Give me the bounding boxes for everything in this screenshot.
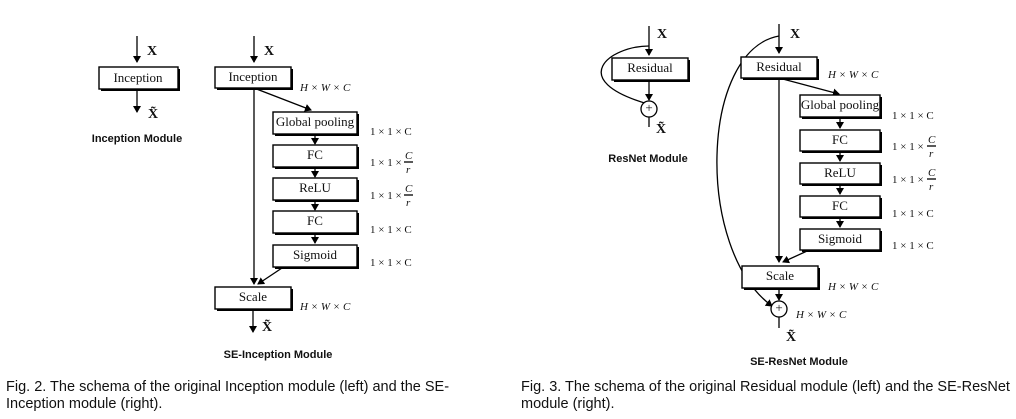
addition-symbol: +: [645, 100, 652, 115]
global-pooling-label: Global pooling: [276, 114, 355, 129]
residual-block-label: Residual: [756, 59, 802, 74]
relu-label: ReLU: [824, 165, 856, 180]
inception-block-label: Inception: [228, 69, 278, 84]
relu-label: ReLU: [299, 180, 331, 195]
se-resnet-module-diagram: X Residual H × W × C Global pooling 1 × …: [716, 24, 936, 368]
dimension-label-11c: 1 × 1 × C: [892, 240, 934, 252]
dimension-label-11c-over-r: 1 × 1 ×: [892, 141, 924, 153]
fc-label: FC: [307, 213, 323, 228]
se-resnet-module-title: SE-ResNet Module: [750, 356, 848, 368]
scale-label: Scale: [239, 289, 267, 304]
inception-block-label: Inception: [113, 70, 163, 85]
residual-block: [611, 57, 689, 81]
dimension-label-hwc: H × W × C: [795, 309, 847, 321]
fraction-numerator: C: [405, 183, 413, 195]
dimension-label-hwc: H × W × C: [299, 82, 351, 94]
residual-block-label: Residual: [627, 60, 673, 75]
fc-label: FC: [832, 132, 848, 147]
fc-label: FC: [832, 198, 848, 213]
dimension-label-11c: 1 × 1 × C: [892, 110, 934, 122]
sigmoid-block: [799, 228, 881, 251]
resnet-module-diagram: X Residual + X̃ ResNet Module: [600, 26, 690, 165]
scale-label: Scale: [766, 268, 794, 283]
inception-module-title: Inception Module: [92, 133, 182, 145]
dimension-label-11c-over-r: 1 × 1 ×: [370, 157, 402, 169]
inception-block: [214, 66, 292, 89]
inception-block: [98, 66, 179, 90]
figure-3-caption: Fig. 3. The schema of the original Resid…: [521, 379, 1010, 412]
fraction-numerator: C: [405, 150, 413, 162]
dimension-label-hwc: H × W × C: [827, 281, 879, 293]
sigmoid-label: Sigmoid: [293, 247, 338, 262]
input-variable: X: [147, 44, 157, 59]
fraction-denominator: r: [406, 197, 411, 209]
output-variable: X̃: [786, 328, 796, 345]
figure-2-caption: Fig. 2. The schema of the original Incep…: [6, 379, 450, 412]
addition-symbol: +: [775, 300, 782, 315]
dimension-label-hwc: H × W × C: [299, 301, 351, 313]
fraction-numerator: C: [928, 167, 936, 179]
dimension-label-11c: 1 × 1 × C: [370, 257, 412, 269]
se-inception-module-title: SE-Inception Module: [224, 349, 333, 361]
dimension-label-hwc: H × W × C: [827, 69, 879, 81]
global-pooling-label: Global pooling: [801, 97, 880, 112]
resnet-module-title: ResNet Module: [608, 153, 687, 165]
branch-arrow: [778, 77, 840, 97]
input-variable: X: [264, 44, 274, 59]
fraction-denominator: r: [929, 181, 934, 193]
dimension-label-11c: 1 × 1 × C: [370, 126, 412, 138]
branch-arrow: [253, 87, 312, 112]
output-variable: X̃: [656, 120, 666, 137]
dimension-label-11c-over-r: 1 × 1 ×: [370, 190, 402, 202]
fraction-denominator: r: [929, 148, 934, 160]
fc-label: FC: [307, 147, 323, 162]
fraction-numerator: C: [928, 134, 936, 146]
sigmoid-label: Sigmoid: [818, 231, 863, 246]
output-variable: X̃: [262, 318, 272, 335]
identity-shortcut: [600, 45, 650, 105]
se-inception-module-diagram: X Inception H × W × C Global pooling 1 ×…: [214, 36, 413, 361]
dimension-label-11c: 1 × 1 × C: [892, 208, 934, 220]
dimension-label-11c-over-r: 1 × 1 ×: [892, 174, 924, 186]
sigmoid-block: [272, 244, 358, 268]
dimension-label-11c: 1 × 1 × C: [370, 224, 412, 236]
output-variable: X̃: [148, 105, 158, 122]
fraction-denominator: r: [406, 164, 411, 176]
inception-module-diagram: X Inception X̃ Inception Module: [92, 36, 182, 145]
input-variable: X: [790, 27, 800, 42]
scale-block: [741, 265, 819, 289]
input-variable: X: [657, 27, 667, 42]
